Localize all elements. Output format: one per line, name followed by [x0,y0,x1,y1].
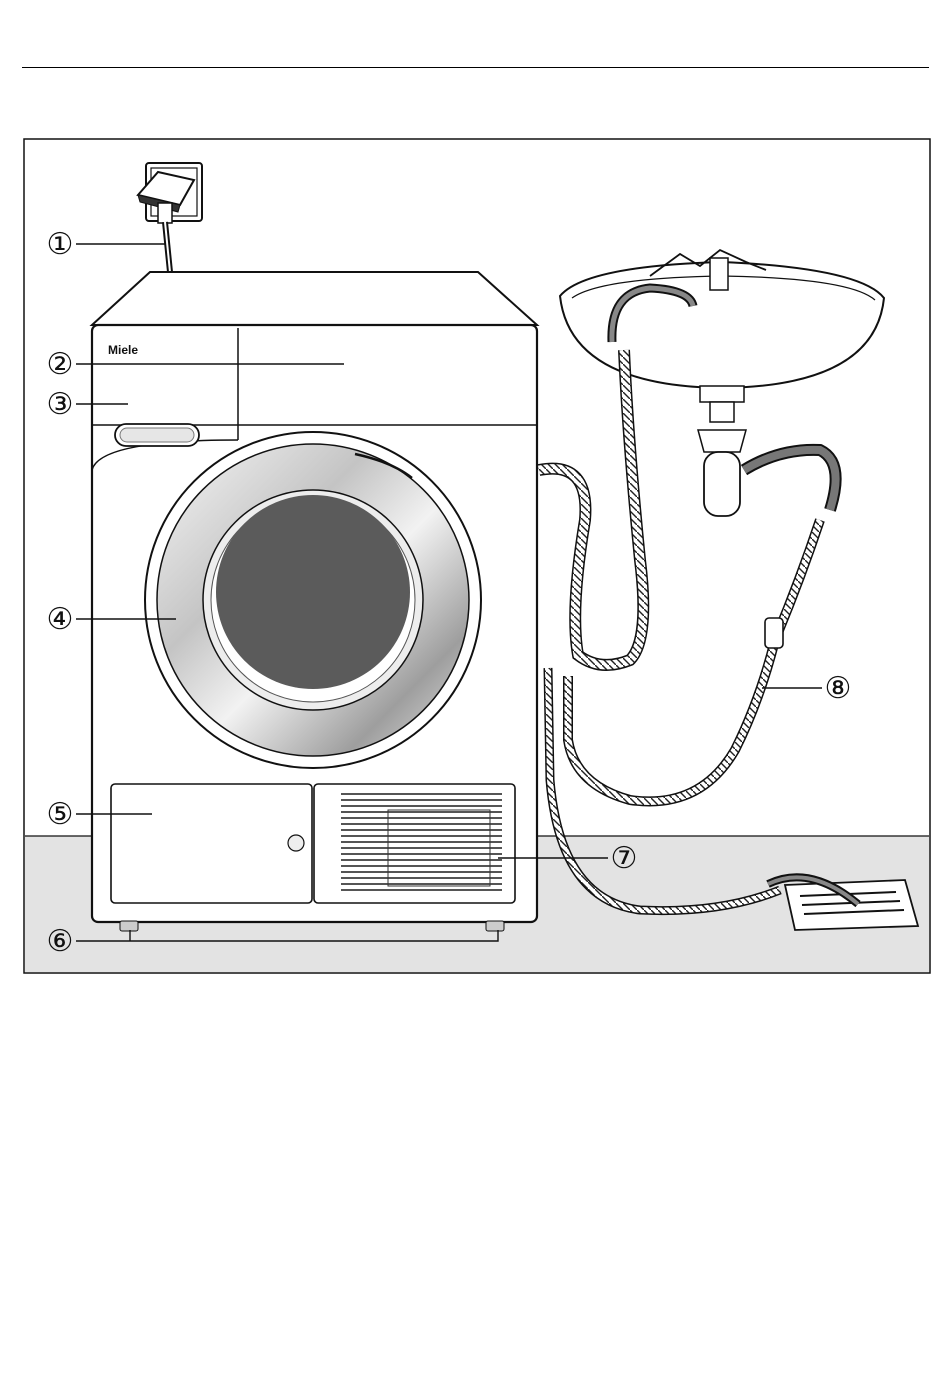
callout-1: ① [47,228,74,261]
brand-logo: Miele [108,343,138,357]
wall-socket [138,163,202,223]
svg-text:④: ④ [47,603,74,636]
callout-8: ⑧ [825,672,852,705]
svg-text:⑧: ⑧ [825,672,852,705]
svg-text:②: ② [47,348,74,381]
svg-text:⑥: ⑥ [47,925,74,958]
callout-2: ② [47,348,74,381]
non-return-valve [765,618,783,648]
foot-left [120,921,138,931]
svg-text:①: ① [47,228,74,261]
callout-7: ⑦ [611,842,638,875]
access-panel[interactable] [111,784,312,903]
door-glass [216,495,410,689]
air-grille [314,784,515,903]
foot-right [486,921,504,931]
callout-4: ④ [47,603,74,636]
svg-text:⑤: ⑤ [47,798,74,831]
svg-text:⑦: ⑦ [611,842,638,875]
svg-text:③: ③ [47,388,74,421]
panel-release-button[interactable] [288,835,304,851]
callout-6: ⑥ [47,925,74,958]
callout-5: ⑤ [47,798,74,831]
dryer: Miele [92,272,537,931]
callout-3: ③ [47,388,74,421]
